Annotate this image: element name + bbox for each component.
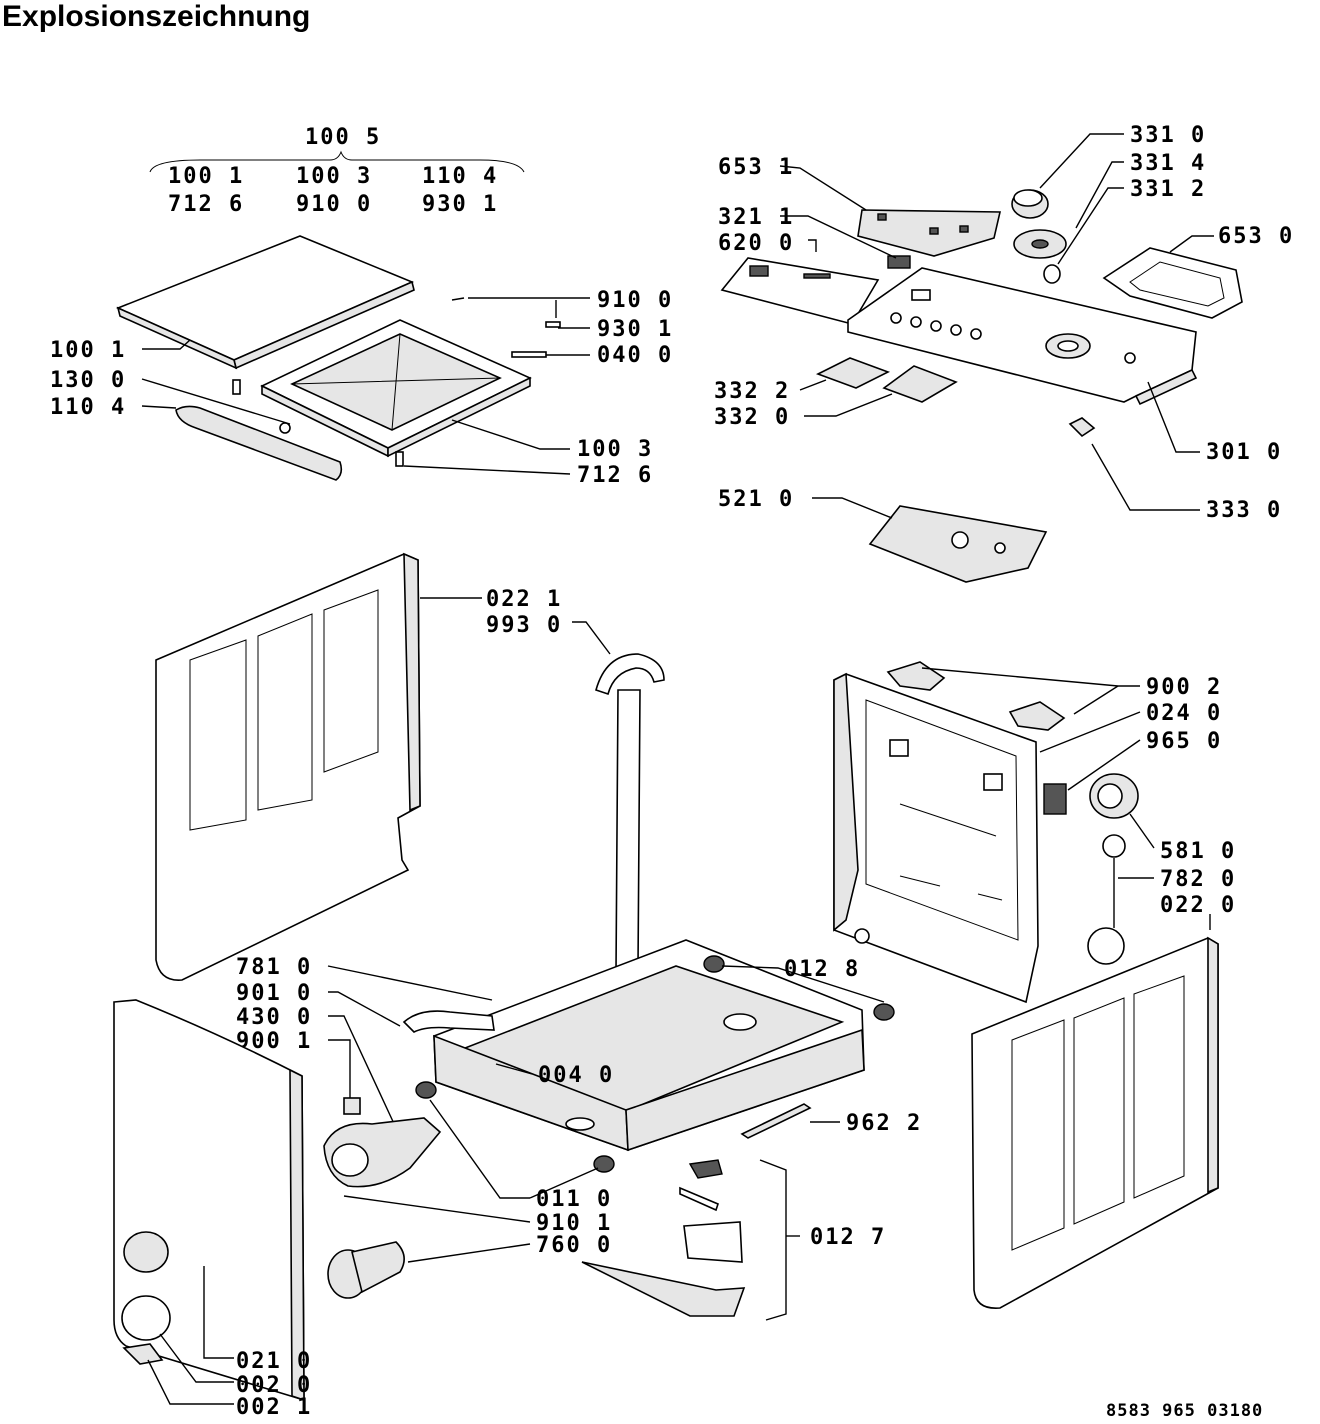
label-022-0: 022 0: [1160, 893, 1236, 918]
label-002-0: 002 0: [236, 1373, 312, 1398]
label-012-7: 012 7: [810, 1225, 886, 1250]
rear-frame: [833, 661, 1139, 1004]
base-frame: [402, 939, 895, 1173]
label-993-0: 993 0: [486, 613, 562, 638]
label-653-1: 653 1: [718, 155, 794, 180]
label-022-1: 022 1: [486, 587, 562, 612]
label-301-0: 301 0: [1206, 440, 1282, 465]
page-title: Explosionszeichnung: [2, 0, 311, 33]
front-panel: [113, 999, 746, 1402]
label-331-0: 331 0: [1130, 123, 1206, 148]
drawing-number: 8583 965 03180: [1106, 1401, 1263, 1421]
label-130-0: 130 0: [50, 368, 126, 393]
label-012-8: 012 8: [784, 957, 860, 982]
label-521-0: 521 0: [718, 487, 794, 512]
control-panel-assembly: [720, 189, 1243, 583]
label-900-2: 900 2: [1146, 675, 1222, 700]
label-011-0: 011 0: [536, 1187, 612, 1212]
group-header-r2-c3: 930 1: [422, 192, 498, 217]
label-100-3: 100 3: [577, 437, 653, 462]
label-760-0: 760 0: [536, 1233, 612, 1258]
label-910-0-top: 910 0: [597, 288, 673, 313]
group-header-top: 100 5: [305, 125, 381, 150]
label-712-6: 712 6: [577, 463, 653, 488]
group-header-r1-c2: 100 3: [296, 164, 372, 189]
label-021-0: 021 0: [236, 1349, 312, 1374]
group-header-r2-c1: 712 6: [168, 192, 244, 217]
label-332-2: 332 2: [714, 379, 790, 404]
group-header-r1-c3: 110 4: [422, 164, 498, 189]
label-321-1: 321 1: [718, 205, 794, 230]
label-002-1: 002 1: [236, 1395, 312, 1420]
label-653-0: 653 0: [1218, 224, 1294, 249]
label-782-0: 782 0: [1160, 867, 1236, 892]
label-040-0: 040 0: [597, 343, 673, 368]
lid-assembly: [115, 235, 561, 481]
label-962-2: 962 2: [846, 1111, 922, 1136]
hose-993-0: [595, 653, 665, 973]
label-331-2: 331 2: [1130, 177, 1206, 202]
label-930-1: 930 1: [597, 317, 673, 342]
label-331-4: 331 4: [1130, 151, 1206, 176]
label-965-0: 965 0: [1146, 729, 1222, 754]
label-910-1: 910 1: [536, 1211, 612, 1236]
group-header: 100 5 100 1 100 3 110 4 712 6 910 0 930 …: [149, 125, 525, 217]
label-004-0: 004 0: [538, 1063, 614, 1088]
label-901-0: 901 0: [236, 981, 312, 1006]
label-100-1: 100 1: [50, 338, 126, 363]
label-430-0: 430 0: [236, 1005, 312, 1030]
label-024-0: 024 0: [1146, 701, 1222, 726]
label-620-0: 620 0: [718, 231, 794, 256]
label-581-0: 581 0: [1160, 839, 1236, 864]
label-110-4: 110 4: [50, 395, 126, 420]
group-header-r1-c1: 100 1: [168, 164, 244, 189]
side-panel-right: [971, 936, 1219, 1309]
side-panel-left: [155, 552, 421, 981]
label-332-0: 332 0: [714, 405, 790, 430]
group-header-r2-c2: 910 0: [296, 192, 372, 217]
label-781-0: 781 0: [236, 955, 312, 980]
label-333-0: 333 0: [1206, 498, 1282, 523]
